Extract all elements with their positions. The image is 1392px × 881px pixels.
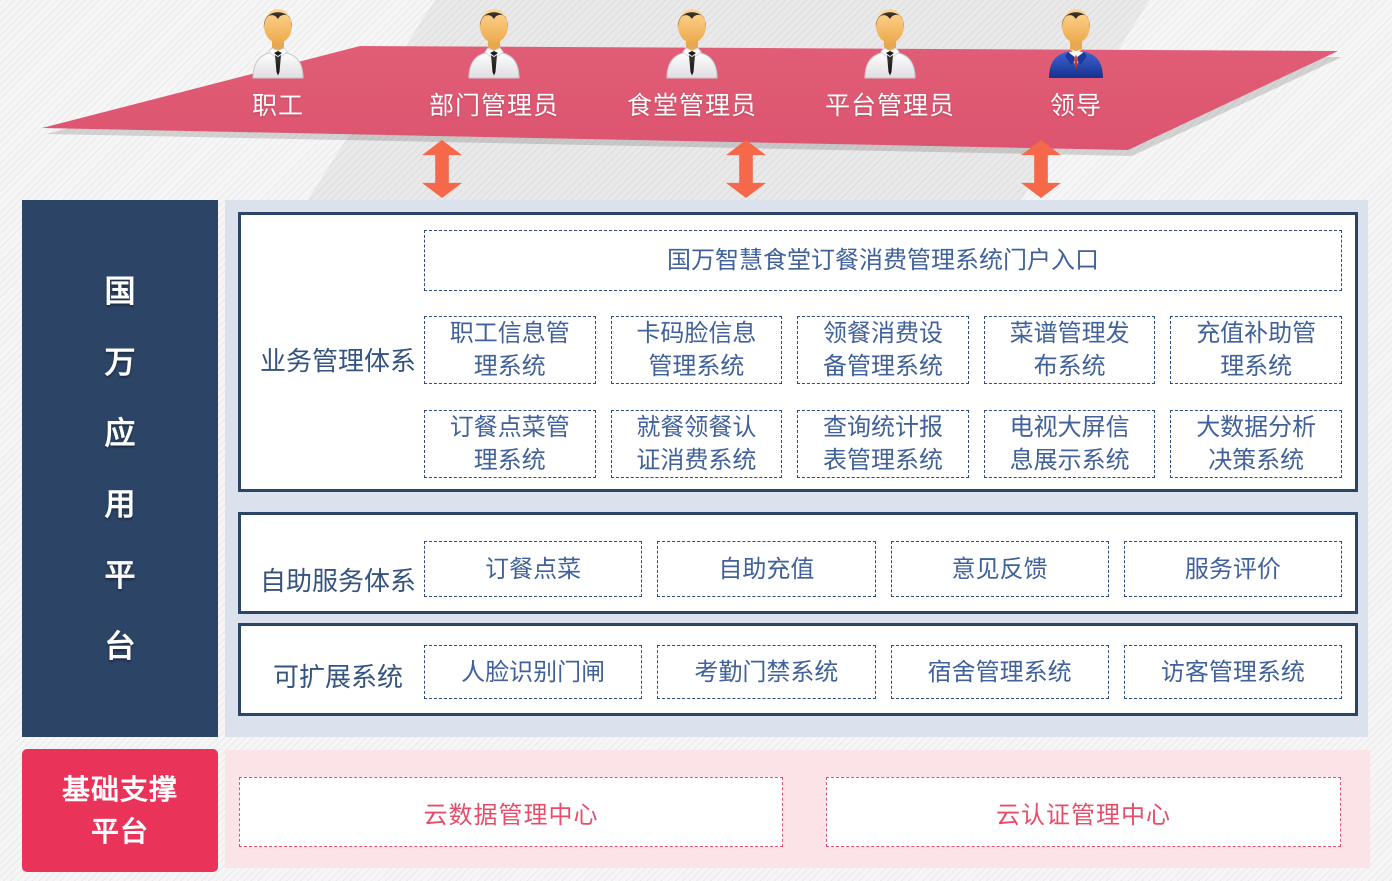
person-icon [252, 9, 304, 79]
panel-extensible-systems: 可扩展系统 人脸识别门闸 考勤门禁系统 宿舍管理系统 访客管理系统 [238, 623, 1358, 716]
base-support-platform-label: 基础支撑 平台 [22, 749, 218, 872]
pillar-char: 应 [104, 415, 136, 451]
system-box: 查询统计报表管理系统 [797, 410, 969, 478]
pillar-char: 万 [104, 344, 136, 380]
role-dept-admin: 部门管理员 [429, 2, 559, 122]
pillar-char: 国 [104, 273, 136, 309]
role-label: 部门管理员 [428, 92, 560, 120]
pillar-char: 用 [104, 486, 136, 522]
panel-self-service: 自助服务体系 订餐点菜 自助充值 意见反馈 服务评价 [238, 512, 1358, 614]
person-icon [468, 9, 520, 79]
business-row-2: 订餐点菜管理系统 就餐领餐认证消费系统 查询统计报表管理系统 电视大屏信息展示系… [424, 410, 1342, 478]
system-box: 领餐消费设备管理系统 [797, 316, 969, 384]
system-box: 意见反馈 [890, 541, 1109, 597]
base-label-line1: 基础支撑 [61, 773, 178, 805]
cloud-data-center-box: 云数据管理中心 [239, 777, 783, 847]
system-box: 人脸识别门闸 [424, 645, 643, 699]
system-box: 大数据分析决策系统 [1170, 410, 1342, 478]
system-box: 就餐领餐认证消费系统 [610, 410, 783, 478]
system-box: 自助充值 [657, 541, 876, 597]
system-box: 订餐点菜 [424, 541, 643, 597]
system-box: 电视大屏信息展示系统 [983, 410, 1156, 478]
person-icon [666, 9, 718, 79]
system-box: 考勤门禁系统 [657, 645, 876, 699]
panel-business-management: 业务管理体系 国万智慧食堂订餐消费管理系统门户入口 职工信息管理系统 卡码脸信息… [238, 212, 1358, 492]
role-label: 领导 [1049, 92, 1102, 120]
person-leader-icon [1049, 9, 1103, 78]
portal-entry-box: 国万智慧食堂订餐消费管理系统门户入口 [424, 230, 1342, 291]
role-platform-admin: 平台管理员 [825, 2, 955, 122]
system-box: 卡码脸信息管理系统 [610, 316, 783, 384]
role-label: 食堂管理员 [626, 92, 758, 120]
role-staff: 职工 [245, 2, 311, 122]
role-label: 平台管理员 [824, 92, 956, 120]
person-icon [864, 9, 916, 79]
system-box: 访客管理系统 [1123, 645, 1342, 699]
role-leader: 领导 [1041, 2, 1111, 122]
extensible-row: 人脸识别门闸 考勤门禁系统 宿舍管理系统 访客管理系统 [424, 645, 1342, 699]
system-box: 宿舍管理系统 [890, 645, 1109, 699]
base-support-panel: 云数据管理中心 云认证管理中心 [225, 750, 1370, 868]
panel-title: 自助服务体系 [259, 566, 416, 596]
system-box: 充值补助管理系统 [1170, 316, 1342, 384]
pillar-char: 台 [104, 628, 136, 664]
cloud-auth-center-box: 云认证管理中心 [826, 777, 1341, 847]
system-box: 订餐点菜管理系统 [424, 410, 596, 478]
base-label-line2: 平台 [90, 815, 149, 847]
self-service-row: 订餐点菜 自助充值 意见反馈 服务评价 [424, 541, 1342, 597]
platform-pillar: 国 万 应 用 平 台 [22, 200, 218, 737]
system-box: 菜谱管理发布系统 [983, 316, 1156, 384]
business-row-1: 职工信息管理系统 卡码脸信息管理系统 领餐消费设备管理系统 菜谱管理发布系统 充… [424, 316, 1342, 384]
panel-title: 业务管理体系 [259, 346, 416, 376]
pillar-char: 平 [104, 557, 136, 593]
panel-title: 可扩展系统 [272, 662, 403, 692]
system-box: 职工信息管理系统 [424, 316, 596, 384]
role-label: 职工 [251, 92, 304, 120]
system-box: 服务评价 [1123, 541, 1342, 597]
role-canteen-admin: 食堂管理员 [627, 2, 757, 122]
